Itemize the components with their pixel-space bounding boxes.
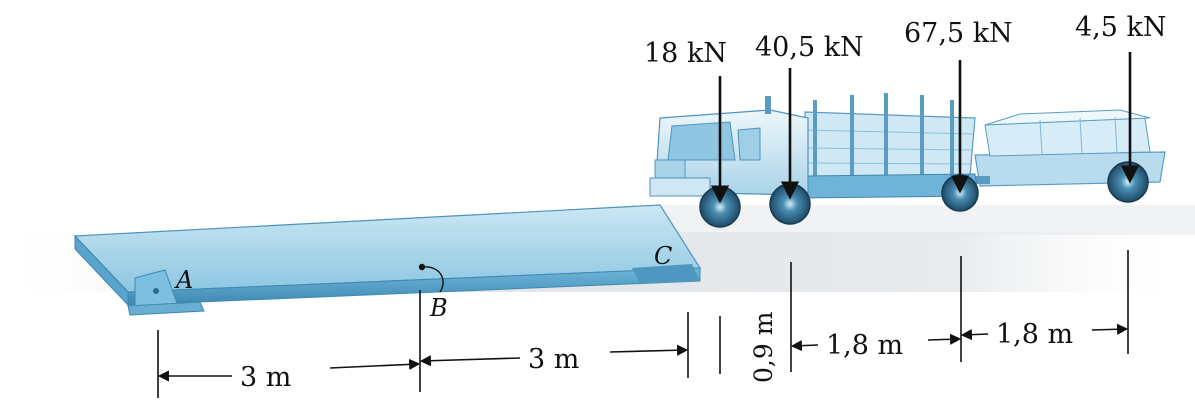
- point-b-marker: [418, 263, 444, 293]
- point-label-b: B: [429, 294, 448, 322]
- dim-label-bc: 3 m: [528, 344, 579, 375]
- point-label-a: A: [174, 266, 193, 294]
- dim-label-ab: 3 m: [240, 362, 291, 393]
- load-label-4: 4,5 kN: [1075, 12, 1167, 43]
- load-label-1: 18 kN: [644, 38, 727, 69]
- load-label-2: 40,5 kN: [755, 32, 864, 63]
- support-a: [127, 269, 205, 316]
- wheel-4: [1107, 161, 1149, 203]
- dim-label-gap: 0,9 m: [749, 311, 778, 383]
- load-label-3: 67,5 kN: [904, 18, 1013, 49]
- beam: [73, 204, 702, 307]
- dim-label-axle-12: 1,8 m: [826, 330, 903, 361]
- load-arrows: [710, 52, 1140, 204]
- dim-label-axle-34: 1,8 m: [996, 319, 1073, 350]
- truck: [649, 93, 1166, 199]
- point-label-c: C: [654, 242, 672, 270]
- dimension-lines: [157, 323, 1129, 382]
